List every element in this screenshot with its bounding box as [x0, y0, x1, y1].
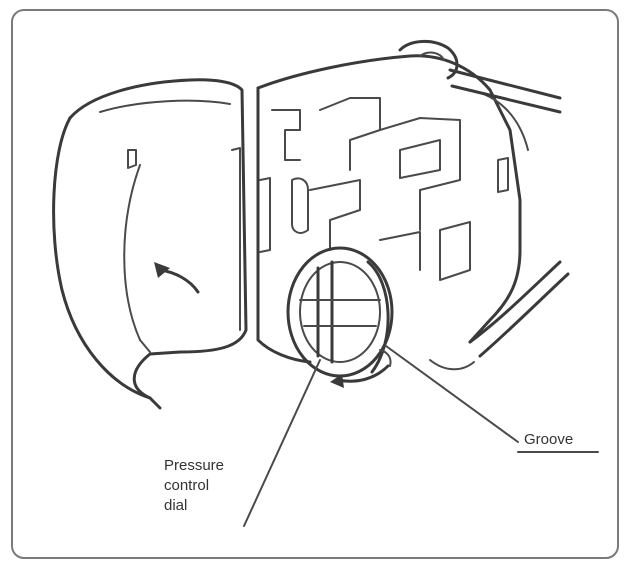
groove-leader-line — [385, 345, 519, 443]
open-cover — [52, 78, 248, 410]
diagram-frame — [11, 9, 619, 559]
pressure-dial-label-line2: control — [164, 477, 209, 494]
pressure-control-dial — [286, 246, 394, 378]
top-pipe — [398, 40, 562, 114]
rotation-arrow-icon — [330, 374, 344, 388]
dial-leader-line — [243, 359, 321, 527]
groove-label: Groove — [524, 431, 573, 448]
pressure-dial-label-line3: dial — [164, 497, 187, 514]
pressure-dial-label-line1: Pressure — [164, 457, 224, 474]
dial-groove — [330, 349, 392, 388]
housing-body — [256, 54, 529, 364]
side-pipe — [429, 260, 570, 371]
